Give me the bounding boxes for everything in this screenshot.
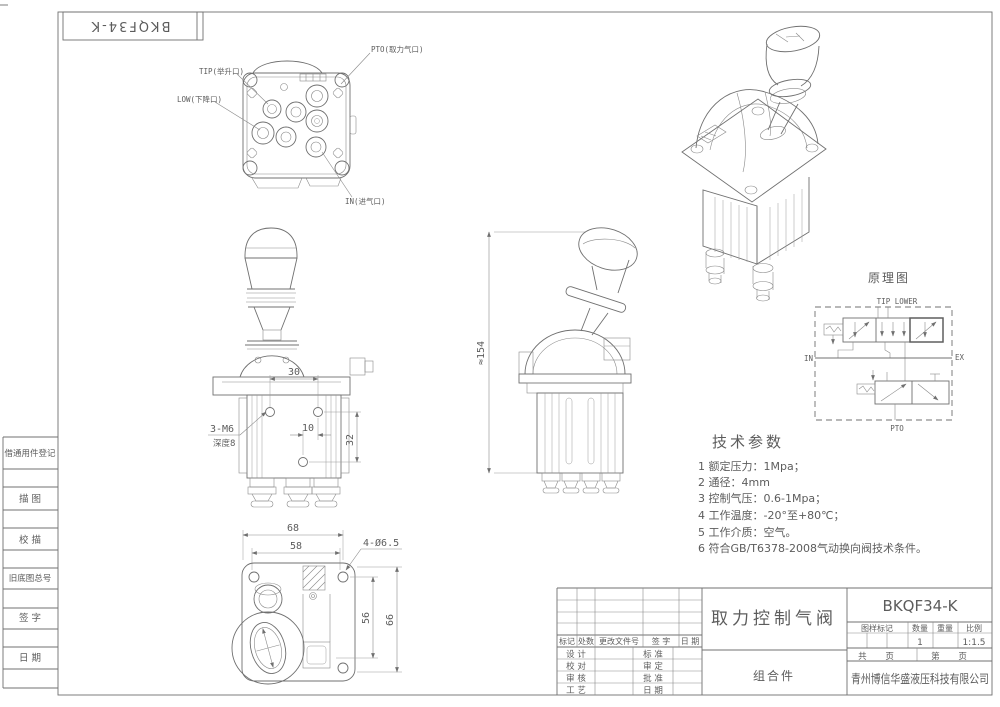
sig-proof: 校 对: [566, 661, 586, 672]
schematic-title: 原理图: [868, 271, 910, 285]
mark-header: 图样标记: [861, 623, 893, 633]
strip-row-trace: 描 图: [19, 493, 41, 505]
corner-box: BKQF34-K: [62, 11, 204, 41]
port-label-pto: PTO(取力气口): [371, 44, 424, 54]
page-number: 第 页: [931, 651, 975, 662]
strip-row-check: 校 描: [19, 534, 42, 546]
tech-params-title: 技术参数: [712, 433, 784, 451]
front-fittings: [247, 477, 341, 508]
revision-table: 标记 处数 更改文件号 签 字 日 期 设 计 校 对 审 核 工 艺 标 准 …: [557, 588, 702, 696]
qty-value: 1: [917, 638, 923, 648]
tech-param-6: 6 符合GB/T6378-2008气动换向阀技术条件。: [698, 541, 927, 555]
dim-32: 32: [345, 434, 356, 446]
sig-date: 日 期: [643, 686, 663, 696]
port-leaders: [214, 52, 371, 198]
rev-header-docno: 更改文件号: [599, 636, 639, 646]
thread-label: 3-M6: [210, 424, 234, 435]
dim-66: 66: [385, 614, 396, 626]
port-label-in: IN(进气口): [345, 196, 386, 206]
view-front: 30 10 32 3-M6 深度8: [208, 227, 374, 508]
side-fittings: [541, 472, 621, 494]
strip-row-sign: 签 字: [19, 612, 41, 624]
title-block: 标记 处数 更改文件号 签 字 日 期 设 计 校 对 审 核 工 艺 标 准 …: [556, 587, 992, 696]
corner-box-label: BKQF34-K: [90, 18, 171, 33]
pages-total: 共 页: [858, 652, 902, 662]
tech-param-4: 4 工作温度：-20°至+80℃；: [698, 508, 845, 522]
weight-header: 重量: [937, 623, 953, 633]
strip-row-borrow: 借通用件登记: [4, 448, 56, 459]
port-label-tip: TIP(举升口): [199, 66, 244, 76]
rev-header-count: 处数: [578, 636, 594, 646]
tech-param-5: 5 工作介质：空气。: [698, 525, 797, 539]
dim-58: 58: [290, 541, 302, 552]
depth-label: 深度8: [213, 438, 235, 449]
dim-30: 30: [288, 367, 300, 378]
schematic: 原理图 TIP LOWER IN EX: [804, 271, 965, 433]
scale-header: 比例: [966, 623, 982, 633]
schematic-ports-top: TIP LOWER: [877, 297, 918, 306]
rev-header-mark: 标记: [559, 636, 575, 646]
sheet-frame: [0, 4, 993, 696]
rev-header-sign: 签 字: [652, 636, 671, 646]
dim-56: 56: [361, 612, 372, 624]
company-name: 青州博信华盛液压科技有限公司: [851, 671, 989, 686]
dim-10: 10: [302, 423, 314, 434]
port-label-low: LOW(下降口): [177, 94, 222, 104]
assembly-label: 组合件: [753, 668, 795, 683]
iso-fittings: [705, 248, 774, 302]
tech-param-3: 3 控制气压：0.6-1Mpa；: [698, 491, 826, 505]
pilot-actuator-bottom: [856, 370, 876, 395]
view-isometric: [681, 25, 827, 302]
schematic-port-pto: PTO: [890, 424, 904, 433]
schematic-port-ex: EX: [955, 353, 965, 362]
scale-value: 1:1.5: [962, 638, 985, 648]
strip-row-oldno: 旧底图总号: [9, 573, 52, 584]
left-strip: 借通用件登记 描 图 校 描 旧底图总号 签 字 日 期: [2, 436, 58, 689]
pilot-actuator-top: [823, 323, 844, 345]
rev-header-date: 日 期: [681, 637, 700, 646]
qty-header: 数量: [912, 623, 928, 633]
view-top: TIP(举升口) LOW(下降口) PTO(取力气口) IN(进气口): [177, 44, 424, 206]
sig-process: 工 艺: [566, 686, 586, 696]
view-side: ≈154: [476, 227, 638, 494]
dim-154: ≈154: [476, 341, 487, 365]
part-name: 取力控制气阀: [711, 609, 837, 629]
ports: [251, 83, 329, 158]
tech-param-2: 2 通径：4mm: [698, 476, 770, 489]
schematic-port-in: IN: [804, 354, 813, 363]
mounting-marks: [246, 87, 344, 159]
drawing-number: BKQF34-K: [883, 597, 959, 615]
sig-design: 设 计: [566, 649, 586, 660]
sig-standard: 标 准: [643, 649, 663, 660]
strip-row-date: 日 期: [19, 653, 41, 664]
sig-approve2: 批 准: [643, 673, 663, 684]
holes-label: 4-Ø6.5: [363, 537, 399, 549]
connector-detail: [302, 565, 326, 600]
knob-arrow-glyph: [256, 628, 280, 668]
tech-params: 技术参数 1 额定压力：1Mpa； 2 通径：4mm 3 控制气压：0.6-1M…: [698, 433, 927, 555]
dim-68: 68: [287, 523, 299, 534]
tech-param-1: 1 额定压力：1Mpa；: [698, 459, 805, 473]
view-bottom: 68 58 4-Ø6.5: [231, 523, 402, 685]
sig-approve1: 审 定: [643, 661, 663, 672]
sig-review: 审 核: [566, 673, 586, 684]
